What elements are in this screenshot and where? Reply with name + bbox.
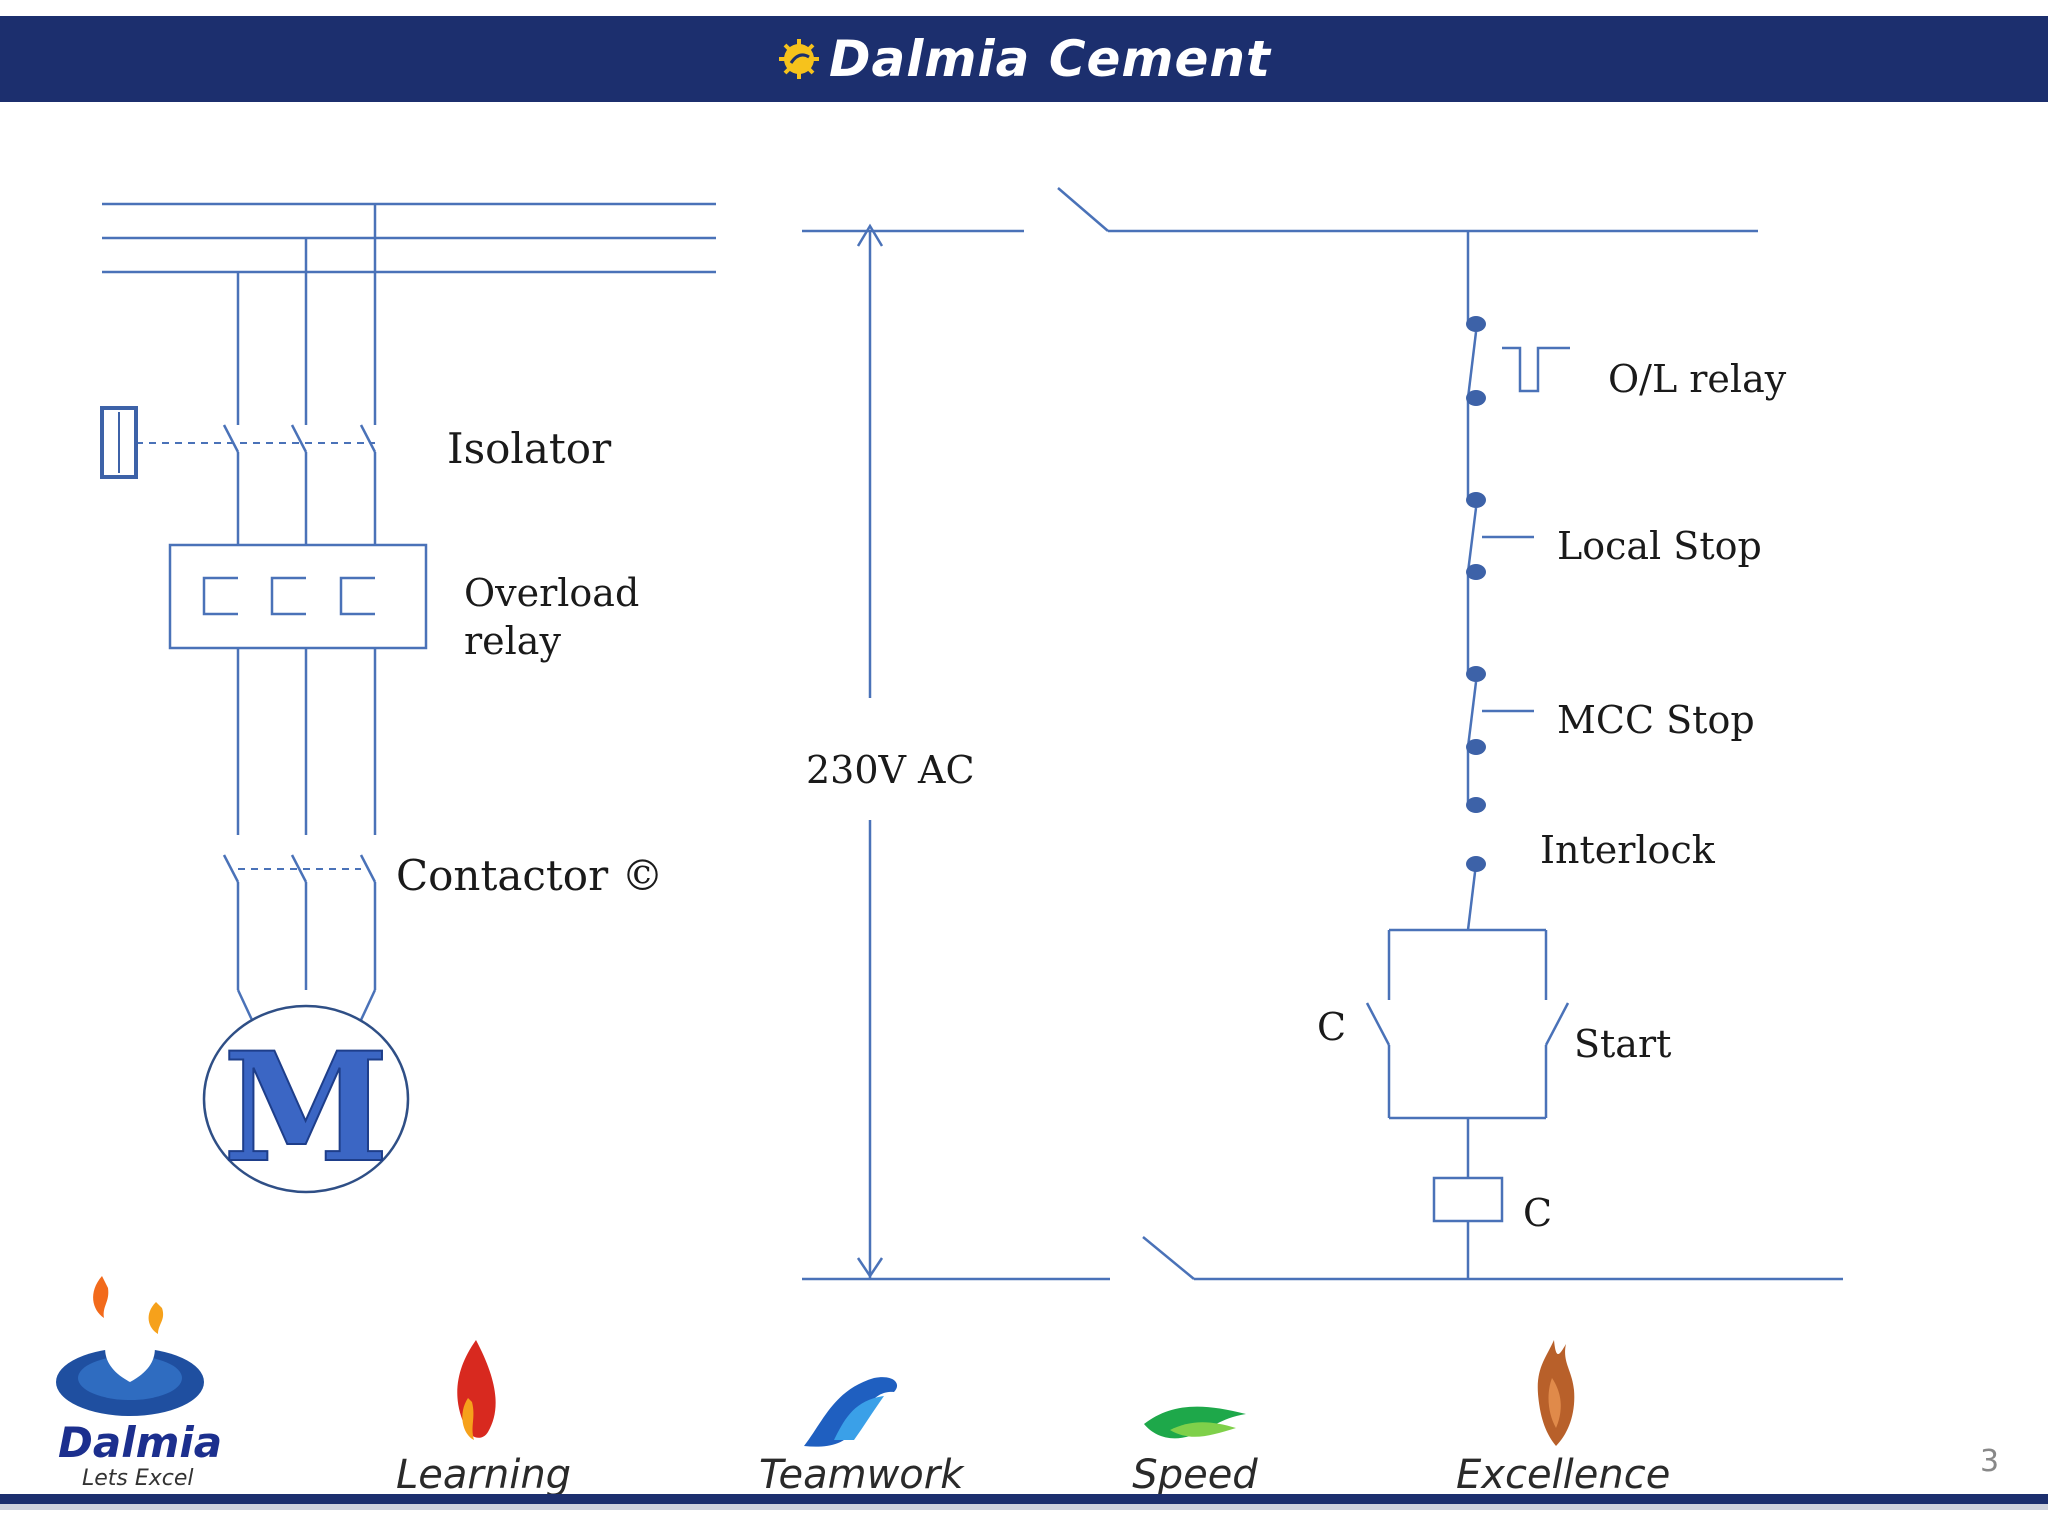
- overload-label-line2: relay: [464, 619, 561, 663]
- dalmia-footer-logo: Dalmia Lets Excel: [52, 1262, 222, 1491]
- isolator-handle-icon: [100, 406, 138, 479]
- value-excellence: Excellence: [1456, 1338, 1671, 1498]
- contactor-label: Contactor ©: [396, 851, 664, 900]
- voltage-label: 230V AC: [806, 748, 975, 792]
- leaf-icon: [1144, 1406, 1246, 1439]
- motor-circle: [202, 1004, 410, 1194]
- value-speed-label: Speed: [1132, 1452, 1258, 1498]
- flame-drop-logo-icon: [56, 1276, 204, 1416]
- wave-icon: [804, 1377, 898, 1447]
- value-excellence-label: Excellence: [1456, 1452, 1671, 1498]
- overload-label-line1: Overload: [464, 571, 640, 615]
- flame-icon: [457, 1340, 496, 1440]
- mcc-stop-label: MCC Stop: [1557, 698, 1755, 742]
- footer-logo-name: Dalmia: [58, 1418, 223, 1467]
- ol-relay-label: O/L relay: [1608, 357, 1787, 401]
- hold-contact-c-label: C: [1317, 1005, 1347, 1049]
- footer-rule-shadow: [0, 1504, 2048, 1510]
- value-teamwork: Teamwork: [759, 1370, 964, 1498]
- value-learning: Learning: [396, 1338, 572, 1498]
- isolator-label: Isolator: [447, 424, 612, 473]
- start-label: Start: [1574, 1022, 1672, 1066]
- value-speed: Speed: [1120, 1400, 1270, 1498]
- fire-hand-icon: [1537, 1340, 1575, 1446]
- brand-name: Dalmia Cement: [829, 30, 1271, 88]
- overload-relay-box: [168, 543, 428, 650]
- coil-c-label: C: [1523, 1191, 1553, 1235]
- sun-logo-icon: [779, 39, 820, 79]
- page-number: 3: [1980, 1444, 2000, 1479]
- value-learning-label: Learning: [396, 1452, 572, 1498]
- footer-rule: [0, 1494, 2048, 1504]
- brand: Dalmia Cement: [0, 16, 2048, 102]
- header-bar: Dalmia Cement: [0, 16, 2048, 102]
- interlock-label: Interlock: [1540, 828, 1715, 872]
- coil-c: [1432, 1176, 1504, 1223]
- local-stop-label: Local Stop: [1557, 524, 1762, 568]
- footer-logo-tagline: Lets Excel: [82, 1466, 194, 1491]
- motor-letter: M: [223, 1020, 389, 1196]
- value-teamwork-label: Teamwork: [759, 1452, 964, 1498]
